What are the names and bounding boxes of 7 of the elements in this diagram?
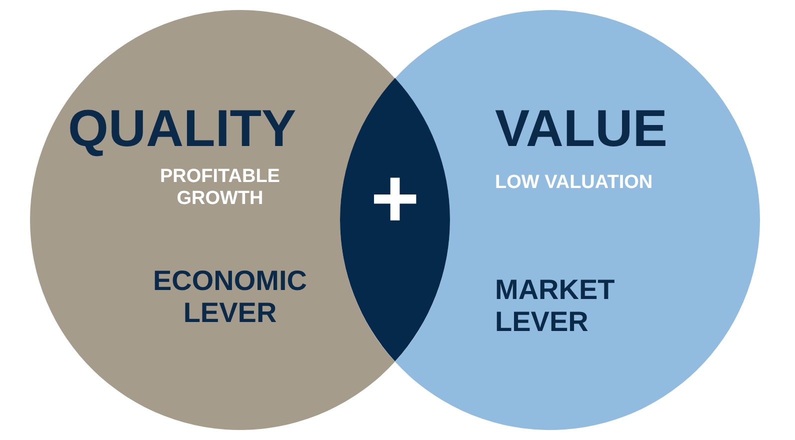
lever-label: MARKET LEVER: [495, 274, 616, 338]
subtitle: LOW VALUATION: [495, 172, 653, 194]
category-heading: VALUE: [495, 100, 668, 160]
subtitle: PROFITABLE GROWTH: [159, 166, 281, 210]
category-heading: QUALITY: [68, 100, 296, 160]
lever-label: ECONOMIC LEVER: [152, 265, 308, 330]
plus-sign: +: [369, 150, 421, 247]
